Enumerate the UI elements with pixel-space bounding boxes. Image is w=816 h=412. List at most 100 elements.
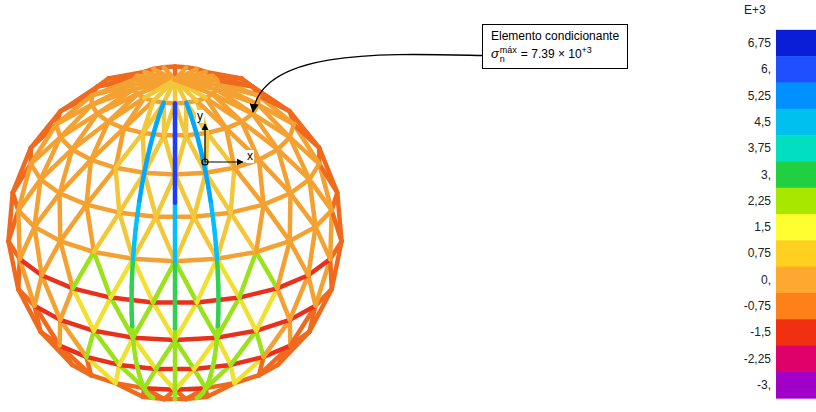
bar-element: [111, 298, 133, 338]
bar-element: [197, 259, 217, 303]
bar-element: [60, 241, 94, 252]
bar-element: [34, 193, 59, 227]
scale-value: 2,25: [748, 193, 771, 209]
bar-element: [231, 213, 256, 252]
scale-value: 3,: [761, 167, 771, 183]
bar-element: [217, 331, 256, 338]
bar-element: [116, 168, 120, 213]
bar-element: [60, 205, 86, 241]
scale-swatch: [776, 346, 816, 373]
bar-element: [156, 340, 175, 369]
bar-element: [319, 148, 337, 193]
bar-element: [256, 205, 263, 252]
bar-element: [206, 168, 235, 173]
bar-element: [207, 128, 226, 133]
bar-element: [18, 210, 34, 227]
bar-element: [60, 241, 72, 288]
bar-element: [153, 302, 175, 340]
scale-swatch: [776, 319, 816, 346]
bar-element: [156, 175, 175, 217]
bar-element: [259, 149, 278, 159]
scale-value: -2,25: [744, 351, 771, 367]
scale-swatch: [776, 30, 816, 57]
callout-line: Elemento condicionante: [491, 29, 619, 44]
bar-element: [86, 205, 119, 213]
bar-element: [94, 298, 111, 331]
bar-element: [175, 369, 194, 390]
bar-element: [175, 338, 217, 340]
bar-element: [256, 252, 277, 288]
bar-element: [290, 111, 320, 148]
scale-value: 0,75: [748, 245, 771, 261]
bar-element: [330, 210, 332, 259]
bar-element: [144, 135, 164, 172]
bar-element: [277, 288, 289, 320]
bar-element: [86, 331, 93, 357]
stress-symbol: σ: [491, 46, 499, 61]
bar-element: [175, 175, 194, 217]
bar-element: [31, 164, 41, 180]
bar-element: [133, 259, 175, 261]
bar-element: [175, 173, 206, 175]
bar-element: [156, 217, 175, 261]
bar-element: [264, 205, 290, 241]
bar-element: [73, 288, 111, 297]
bar-element: [153, 261, 175, 302]
axis-label: x: [246, 150, 254, 163]
bar-element: [290, 227, 316, 241]
bar-element: [308, 275, 315, 305]
scale-value: 1,5: [754, 219, 771, 235]
bar-element: [239, 298, 256, 331]
leader-group: [253, 54, 482, 112]
bar-element: [231, 365, 235, 383]
bar-element: [18, 210, 20, 259]
bar-element: [86, 168, 115, 205]
bar-element: [186, 103, 190, 113]
bar-element: [175, 217, 194, 261]
bar-element: [316, 227, 331, 259]
bar-element: [144, 173, 156, 217]
bar-element: [194, 369, 206, 388]
bar-element: [175, 340, 194, 369]
scale-value: 6,75: [748, 35, 771, 51]
y-axis: [204, 124, 205, 162]
scale-value: -1,5: [750, 324, 771, 340]
bar-element: [231, 168, 235, 213]
bar-element: [256, 331, 263, 357]
bar-element: [217, 213, 231, 259]
bar-element: [194, 338, 217, 369]
scale-swatch: [776, 161, 816, 188]
bar-element: [337, 193, 341, 242]
superscript: máx: [500, 46, 517, 55]
bar-element: [116, 365, 120, 383]
color-scale: [776, 30, 816, 399]
axis-symbol: [202, 124, 243, 165]
bar-element: [72, 149, 91, 159]
scale-value: -0,75: [744, 298, 771, 314]
scale-swatch: [776, 293, 816, 320]
bar-element: [94, 213, 119, 252]
bar-element: [94, 252, 111, 298]
bar-element: [160, 103, 164, 113]
bar-element: [124, 128, 143, 133]
bar-element: [173, 103, 178, 113]
bar-element: [256, 241, 290, 252]
bar-element: [86, 205, 93, 252]
bar-element: [217, 298, 239, 338]
bar-element: [119, 213, 133, 259]
bar-element: [217, 252, 256, 259]
scale-value: 6,: [761, 61, 771, 77]
bar-element: [42, 241, 61, 275]
bar-element: [34, 227, 41, 275]
bar-element: [217, 338, 231, 365]
bar-element: [287, 193, 292, 241]
bar-element: [133, 259, 153, 303]
scale-swatch: [776, 372, 816, 399]
bar-element: [316, 210, 332, 227]
bar-element: [94, 331, 133, 338]
scale-value: -3,: [757, 377, 771, 393]
callout-line: σnmáx= 7.39 × 10+3: [491, 46, 619, 64]
bar-element: [73, 252, 94, 288]
